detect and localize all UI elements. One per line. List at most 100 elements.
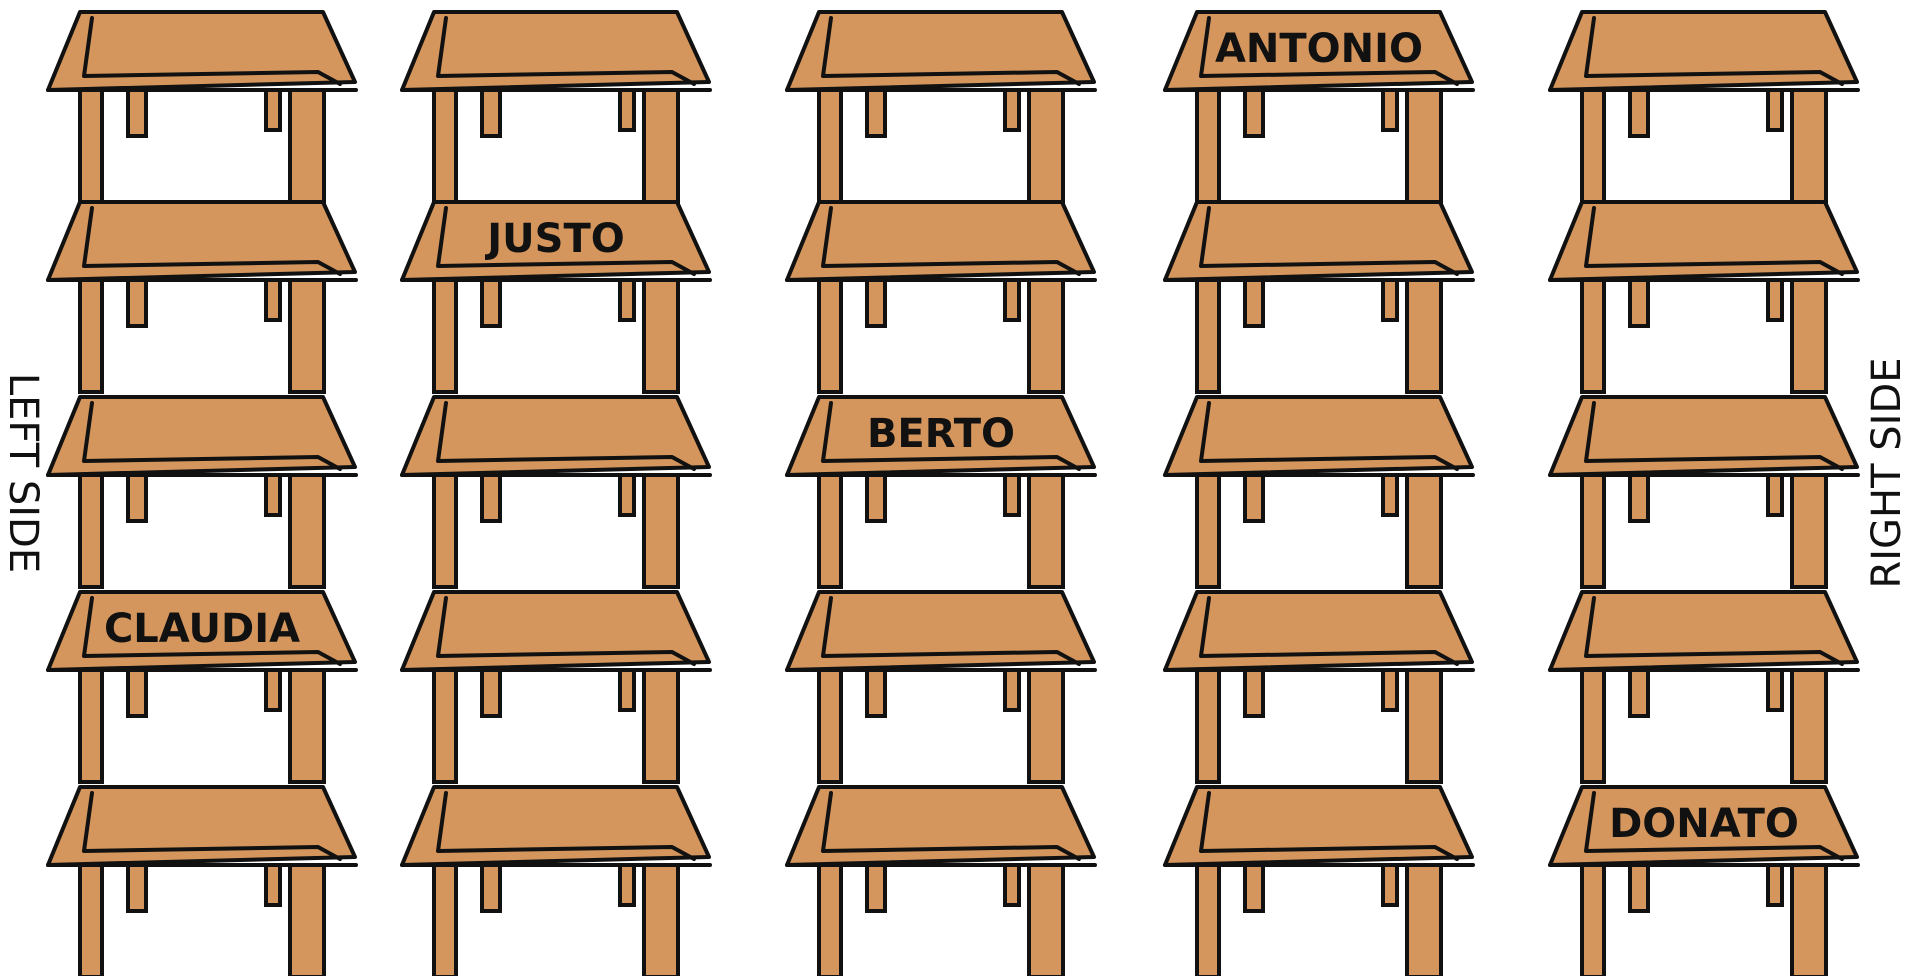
desk-leg <box>1407 475 1441 587</box>
student-name-label: BERTO <box>867 411 1015 457</box>
desk-leg <box>1005 865 1019 905</box>
desk-leg <box>1383 865 1397 905</box>
desk-leg <box>80 475 102 587</box>
desk <box>402 397 710 587</box>
desk <box>1165 592 1473 782</box>
desk-top <box>48 202 355 280</box>
desk-leg <box>1245 475 1263 521</box>
desk-leg <box>1582 90 1604 202</box>
desk-leg <box>644 475 678 587</box>
desk-leg <box>1792 865 1826 976</box>
desk-top <box>1165 202 1472 280</box>
desk <box>48 202 356 392</box>
desk-leg <box>434 670 456 782</box>
desk-leg <box>1005 475 1019 515</box>
desk-top <box>402 12 709 90</box>
desk-top <box>787 592 1094 670</box>
desk-top <box>787 787 1094 865</box>
desk-leg <box>482 865 500 911</box>
desk-leg <box>434 90 456 202</box>
desk-top <box>1550 397 1857 475</box>
desk-top <box>48 12 355 90</box>
desk <box>787 202 1095 392</box>
desk-leg <box>1005 670 1019 710</box>
desk-leg <box>1383 280 1397 320</box>
desk-leg <box>1768 865 1782 905</box>
desk <box>402 787 710 976</box>
desk-leg <box>644 90 678 202</box>
desk-leg <box>128 90 146 136</box>
desk-leg <box>1197 475 1219 587</box>
desk-top <box>402 397 709 475</box>
desk-leg <box>434 475 456 587</box>
desk-leg <box>644 670 678 782</box>
desk-leg <box>290 865 324 976</box>
desk-leg <box>266 90 280 130</box>
desk-leg <box>128 670 146 716</box>
desk-leg <box>1197 865 1219 976</box>
desk-leg <box>1792 280 1826 392</box>
desk-top <box>48 787 355 865</box>
desk-leg <box>482 475 500 521</box>
desk-leg <box>266 865 280 905</box>
desk-top <box>402 787 709 865</box>
desk-grid: ANTONIOJUSTOBERTOCLAUDIADONATO <box>48 12 1858 976</box>
desk <box>787 787 1095 976</box>
desk <box>1165 787 1473 976</box>
desk-leg <box>1768 280 1782 320</box>
desk-leg <box>266 280 280 320</box>
desk <box>402 592 710 782</box>
desk-top <box>402 592 709 670</box>
desk-top <box>48 397 355 475</box>
desk-leg <box>1792 90 1826 202</box>
desk-leg <box>867 280 885 326</box>
desk-top <box>1550 202 1857 280</box>
desk-leg <box>80 280 102 392</box>
desk-top <box>1165 592 1472 670</box>
desk-leg <box>1245 670 1263 716</box>
desk-leg <box>482 90 500 136</box>
desk-leg <box>1792 670 1826 782</box>
student-name-label: JUSTO <box>484 216 624 262</box>
desk-leg <box>620 280 634 320</box>
desk-leg <box>1029 475 1063 587</box>
desk <box>48 397 356 587</box>
desk-leg <box>1029 670 1063 782</box>
student-name-label: CLAUDIA <box>104 606 300 652</box>
desk-leg <box>80 90 102 202</box>
desk <box>48 12 356 202</box>
desk-leg <box>1197 90 1219 202</box>
desk-leg <box>1245 865 1263 911</box>
desk-leg <box>482 280 500 326</box>
desk <box>402 12 710 202</box>
desk <box>1165 397 1473 587</box>
desk-leg <box>1630 475 1648 521</box>
desk-leg <box>80 670 102 782</box>
desk-leg <box>1197 670 1219 782</box>
desk-leg <box>644 865 678 976</box>
desk-leg <box>620 670 634 710</box>
desk-leg <box>867 670 885 716</box>
desk-leg <box>620 475 634 515</box>
desk-leg <box>819 90 841 202</box>
desk-leg <box>644 280 678 392</box>
desk-leg <box>1005 280 1019 320</box>
desk <box>1550 202 1858 392</box>
desk-leg <box>867 865 885 911</box>
desk-leg <box>434 280 456 392</box>
desk-top <box>1165 397 1472 475</box>
desk-leg <box>1630 865 1648 911</box>
desk-leg <box>1029 865 1063 976</box>
desk-leg <box>1245 90 1263 136</box>
desk-leg <box>867 90 885 136</box>
desk-leg <box>1029 280 1063 392</box>
desk-leg <box>266 670 280 710</box>
desk <box>48 787 356 976</box>
desk-leg <box>128 280 146 326</box>
desk-leg <box>266 475 280 515</box>
desk-leg <box>1582 475 1604 587</box>
desk <box>1550 397 1858 587</box>
desk-leg <box>128 865 146 911</box>
desk-leg <box>290 670 324 782</box>
